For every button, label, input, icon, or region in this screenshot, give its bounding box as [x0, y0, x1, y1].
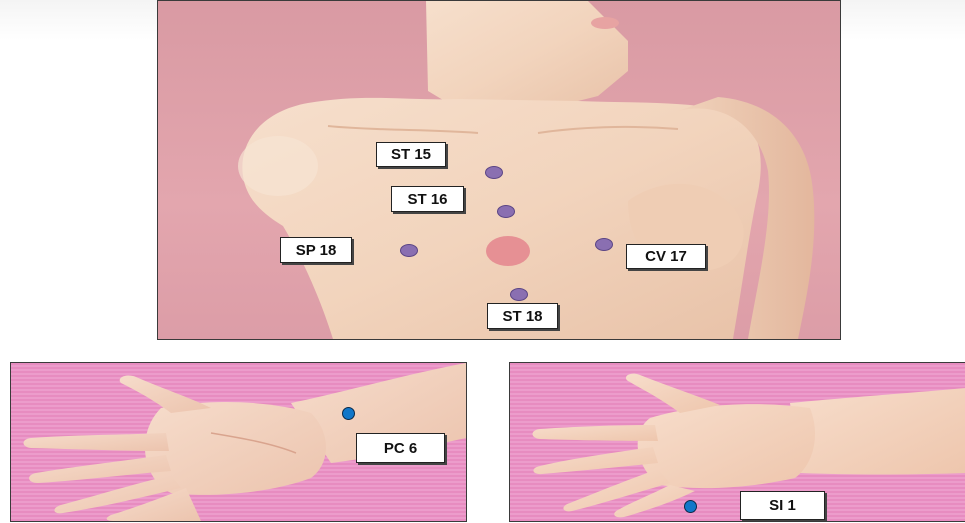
point-pc6[interactable]: [342, 407, 355, 420]
chest-figure: ST 15 ST 16 SP 18 CV 17 ST 18: [157, 0, 841, 340]
palm-figure: PC 6: [10, 362, 467, 522]
label-st15: ST 15: [376, 142, 446, 167]
point-sp18[interactable]: [400, 244, 418, 257]
areola-marker: [486, 236, 530, 266]
label-pc6: PC 6: [356, 433, 445, 463]
point-st15[interactable]: [485, 166, 503, 179]
label-cv17: CV 17: [626, 244, 706, 269]
point-cv17[interactable]: [595, 238, 613, 251]
label-si1: SI 1: [740, 491, 825, 520]
label-st16: ST 16: [391, 186, 464, 212]
point-st18[interactable]: [510, 288, 528, 301]
hand-back-illustration: [510, 363, 965, 521]
hand-back-figure: SI 1: [509, 362, 965, 522]
point-st16[interactable]: [497, 205, 515, 218]
label-st18: ST 18: [487, 303, 558, 329]
point-si1[interactable]: [684, 500, 697, 513]
label-sp18: SP 18: [280, 237, 352, 263]
